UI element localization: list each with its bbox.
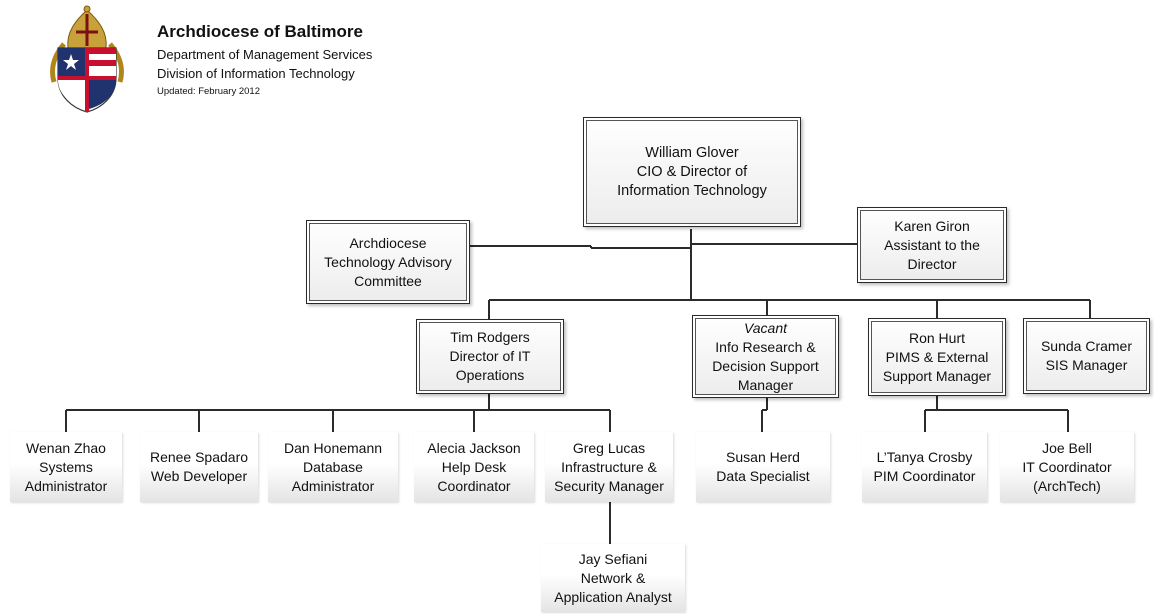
- division-name: Division of Information Technology: [157, 66, 355, 81]
- node-technology-advisory-committee: Archdiocese Technology Advisory Committe…: [306, 220, 470, 304]
- node-title: Coordinator: [437, 477, 511, 494]
- node-pims-manager: Ron Hurt PIMS & External Support Manager: [868, 318, 1006, 396]
- node-data-specialist: Susan Herd Data Specialist: [696, 432, 830, 502]
- node-name: Technology Advisory: [324, 253, 452, 270]
- node-title: PIMS & External: [885, 348, 989, 365]
- node-name: Dan Honemann: [283, 439, 383, 456]
- updated-date: Updated: February 2012: [157, 86, 260, 97]
- node-name: L’Tanya Crosby: [876, 449, 973, 465]
- node-title: SIS Manager: [1045, 357, 1128, 373]
- archdiocese-coat-of-arms-logo: [49, 5, 125, 113]
- node-cio: William Glover CIO & Director of Informa…: [583, 117, 801, 227]
- node-title: Systems: [39, 458, 93, 475]
- node-it-coordinator: Joe Bell IT Coordinator (ArchTech): [1000, 432, 1134, 502]
- node-name: Wenan Zhao: [26, 439, 106, 456]
- node-name: Karen Giron: [894, 217, 970, 234]
- node-title: PIM Coordinator: [873, 468, 976, 484]
- node-title: Director of IT: [449, 348, 531, 364]
- node-title: Application Analyst: [554, 588, 672, 605]
- node-title: Data Specialist: [716, 468, 810, 484]
- node-systems-administrator: Wenan Zhao Systems Administrator: [10, 432, 122, 502]
- node-title: Decision Support: [712, 357, 819, 374]
- node-infrastructure-security-manager: Greg Lucas Infrastructure & Security Man…: [545, 432, 673, 502]
- node-database-administrator: Dan Honemann Database Administrator: [268, 432, 398, 502]
- node-title: Administrator: [24, 477, 108, 494]
- organization-title: Archdiocese of Baltimore: [157, 22, 363, 41]
- node-title: Assistant to the: [884, 236, 980, 253]
- node-title: Help Desk: [441, 458, 507, 475]
- node-name: Alecia Jackson: [427, 439, 521, 456]
- vacant-status: Vacant: [743, 319, 788, 336]
- node-title: IT Coordinator: [1022, 458, 1112, 475]
- node-title: (ArchTech): [1033, 477, 1101, 494]
- node-pim-coordinator: L’Tanya Crosby PIM Coordinator: [862, 432, 987, 502]
- node-name: William Glover: [645, 144, 739, 161]
- node-assistant: Karen Giron Assistant to the Director: [857, 207, 1007, 283]
- node-help-desk-coordinator: Alecia Jackson Help Desk Coordinator: [414, 432, 534, 502]
- node-title: Network &: [580, 569, 646, 586]
- node-name: Committee: [354, 272, 422, 289]
- node-title: Director: [907, 255, 957, 272]
- node-it-operations-director: Tim Rodgers Director of IT Operations: [416, 319, 564, 394]
- node-title: CIO & Director of: [636, 163, 748, 180]
- node-title: Infrastructure &: [561, 458, 657, 475]
- node-network-application-analyst: Jay Sefiani Network & Application Analys…: [541, 544, 685, 612]
- header: Archdiocese of Baltimore Department of M…: [0, 0, 520, 120]
- node-name: Tim Rodgers: [450, 329, 530, 345]
- node-title: Operations: [455, 367, 525, 383]
- node-title: Database: [303, 458, 363, 475]
- node-title: Manager: [737, 376, 794, 393]
- node-title: Security Manager: [554, 477, 664, 494]
- node-name: Ron Hurt: [908, 329, 966, 346]
- node-web-developer: Renee Spadaro Web Developer: [140, 432, 258, 502]
- node-title: Information Technology: [617, 182, 767, 199]
- node-name: Archdiocese: [349, 234, 427, 251]
- node-name: Greg Lucas: [572, 439, 646, 456]
- node-name: Sunda Cramer: [1040, 338, 1133, 354]
- node-name: Susan Herd: [726, 449, 800, 465]
- node-title: Administrator: [291, 477, 375, 494]
- node-title: Info Research &: [715, 338, 816, 355]
- node-info-research-manager: Vacant Info Research & Decision Support …: [692, 315, 839, 398]
- node-title: Web Developer: [150, 468, 248, 484]
- node-name: Joe Bell: [1042, 439, 1092, 456]
- node-name: Renee Spadaro: [149, 449, 249, 465]
- node-name: Jay Sefiani: [578, 550, 648, 567]
- department-name: Department of Management Services: [157, 47, 373, 62]
- node-sis-manager: Sunda Cramer SIS Manager: [1023, 318, 1150, 394]
- node-title: Support Manager: [882, 367, 992, 384]
